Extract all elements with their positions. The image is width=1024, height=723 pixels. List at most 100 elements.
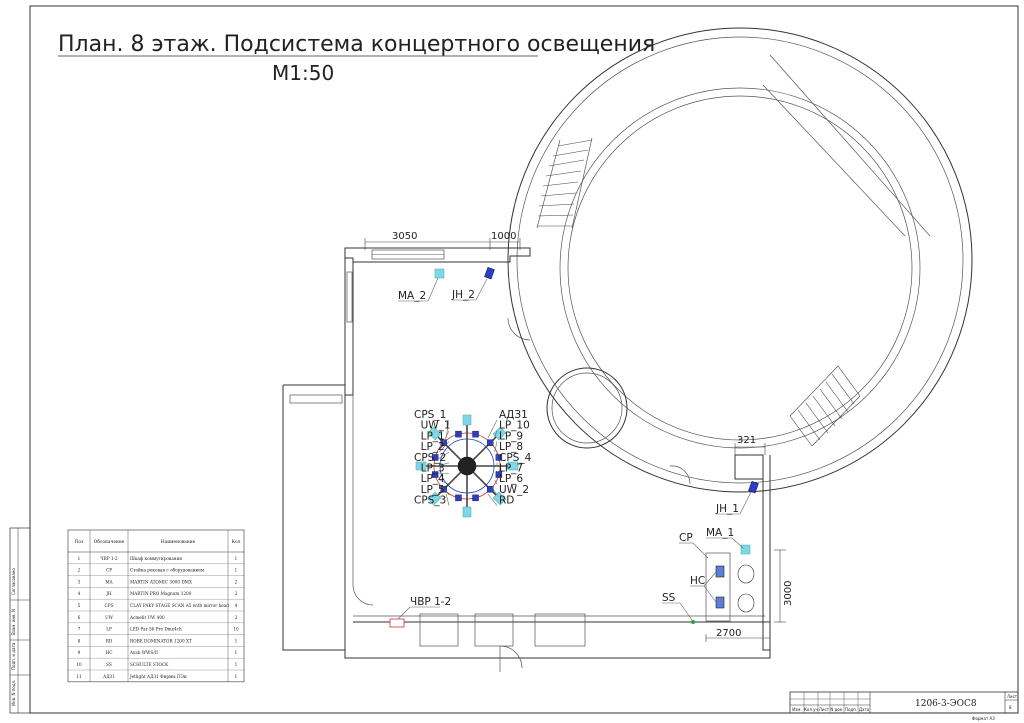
lp-fixture-icon xyxy=(487,486,494,493)
truss-arm-fixture-icon xyxy=(462,414,472,426)
truss-tag-right: LP_6 xyxy=(499,473,523,485)
legend-cell: 2 xyxy=(235,615,238,620)
truss-tag-left: CPS_2 xyxy=(414,452,446,464)
legend-cell: SS xyxy=(106,662,112,667)
annex-shelf xyxy=(289,394,343,404)
truss-leader xyxy=(445,419,450,439)
truss-center-icon xyxy=(457,456,477,476)
truss-leader xyxy=(439,479,450,485)
stamp-col-label: N док. xyxy=(830,707,843,712)
truss-tag-right: LP_7 xyxy=(499,463,523,475)
legend-cell: 9 xyxy=(78,650,81,655)
legend-cell: Шкаф коммутирования xyxy=(130,556,182,561)
lp-fixture-icon xyxy=(431,471,439,478)
truss-leader xyxy=(441,430,450,446)
chair-2-icon xyxy=(737,593,755,613)
truss-tag-left: LP_5 xyxy=(421,484,445,496)
truss-leader xyxy=(491,486,498,496)
truss-arm xyxy=(433,471,462,500)
tag-ma-2: MA_2 xyxy=(398,290,426,302)
truss-tag-right: CPS_4 xyxy=(499,452,532,464)
truss-leader xyxy=(487,419,498,439)
legend-cell: 4 xyxy=(235,603,238,608)
stamp-format: Формат А3 xyxy=(972,716,995,721)
left-wall-upper xyxy=(344,248,354,396)
dimension-lines xyxy=(364,238,786,642)
dim-3050: 3050 xyxy=(392,231,417,242)
truss-cluster xyxy=(415,414,519,518)
jh1-fixture-icon xyxy=(748,480,759,494)
legend-cell: SCHULTE STOCK xyxy=(130,662,169,667)
tag-jh-2: JH_2 xyxy=(451,289,475,301)
hall-stage-arc xyxy=(559,87,921,449)
side-strip: Инв. N подл. Подп. и дата Взам. инв. N С… xyxy=(9,527,31,714)
lp-fixture-icon xyxy=(487,439,494,446)
left-window xyxy=(346,271,353,323)
ma2-fixture-icon xyxy=(434,268,445,279)
lp-fixture-icon xyxy=(472,494,479,502)
lp-fixture-icon xyxy=(472,430,479,438)
truss-arm-fixture-icon xyxy=(427,426,442,441)
truss-tag-left: LP_2 xyxy=(421,441,445,453)
truss-arm-fixture-icon xyxy=(492,426,507,441)
control-booth xyxy=(691,552,755,624)
top-wall xyxy=(344,247,531,263)
legend-cell: Acmelit UW 400 xyxy=(129,615,165,620)
truss-tag-right: LP_8 xyxy=(499,441,523,453)
legend-cell: Avab WWS/II xyxy=(129,650,158,655)
truss-leader xyxy=(491,430,498,446)
legend-cell: 1 xyxy=(235,638,238,643)
truss-arm xyxy=(433,432,462,461)
legend-cell: MARTIN ATOMIC 3000 DMX xyxy=(130,579,192,584)
hall-door-swing xyxy=(507,317,531,341)
legend-cell: LED Par 56 Pro Dmx4ch xyxy=(130,627,182,632)
stamp-col-label: Изм. xyxy=(792,707,801,712)
legend-cell: CP xyxy=(106,568,112,573)
lp-fixture-icon xyxy=(495,471,503,478)
tag-ma-1: MA_1 xyxy=(706,527,734,539)
legend-cell: 3 xyxy=(78,579,81,584)
jh2-fixture-icon xyxy=(484,266,495,280)
console-2-icon xyxy=(715,596,725,609)
tag-hc: HC xyxy=(690,575,705,587)
truss-tag-left: LP_1 xyxy=(421,430,445,442)
right-pillar xyxy=(734,454,764,480)
legend-cell: ЧВР 1-2 xyxy=(100,556,118,561)
legend-cell: 11 xyxy=(76,674,82,679)
lp-fixture-icon xyxy=(455,494,462,502)
legend-cell: RD xyxy=(106,638,113,643)
truss-tag-left: CPS_3 xyxy=(414,495,446,507)
legend-cell: 2 xyxy=(78,568,81,573)
control-desk xyxy=(705,552,731,622)
legend-cell: 7 xyxy=(78,627,81,632)
vvr-cabinet-icon xyxy=(389,618,405,628)
hall-outer-wall-inner xyxy=(516,36,964,484)
truss-leader xyxy=(437,472,450,474)
truss-leader xyxy=(442,486,450,496)
legend-cell: Стойка рековая с оборудованием xyxy=(130,568,205,573)
truss-tag-left: LP_3 xyxy=(421,463,445,475)
legend-cell: 1 xyxy=(235,568,238,573)
legend-cell: Jetlight АДЗ1 Фирмы ПЭи xyxy=(129,674,187,679)
stamp-code: 1206-3-ЭОС8 xyxy=(915,699,977,709)
truss-tag-left: CPS_1 xyxy=(414,409,446,421)
truss-tag-right: LP_9 xyxy=(499,430,523,442)
room-walls xyxy=(282,247,771,672)
truss-leader xyxy=(439,441,450,453)
truss-leader xyxy=(496,472,498,474)
dim-3000: 3000 xyxy=(783,581,794,606)
truss-leader xyxy=(445,493,450,506)
legend-cell: MA xyxy=(105,579,113,584)
lp-fixture-icon xyxy=(440,486,447,493)
truss-tag-right: RD xyxy=(499,495,514,507)
bottom-wall-outer xyxy=(344,650,771,659)
truss-arm xyxy=(472,471,501,500)
bottom-room-3 xyxy=(534,613,586,647)
legend-cell: HC xyxy=(106,650,113,655)
stairs-lower xyxy=(789,365,861,447)
stamp-col-label: Подп. xyxy=(845,707,857,712)
dim-321: 321 xyxy=(737,435,756,446)
tag-cp: CP xyxy=(679,532,693,544)
lp-fixture-icon xyxy=(495,454,503,461)
